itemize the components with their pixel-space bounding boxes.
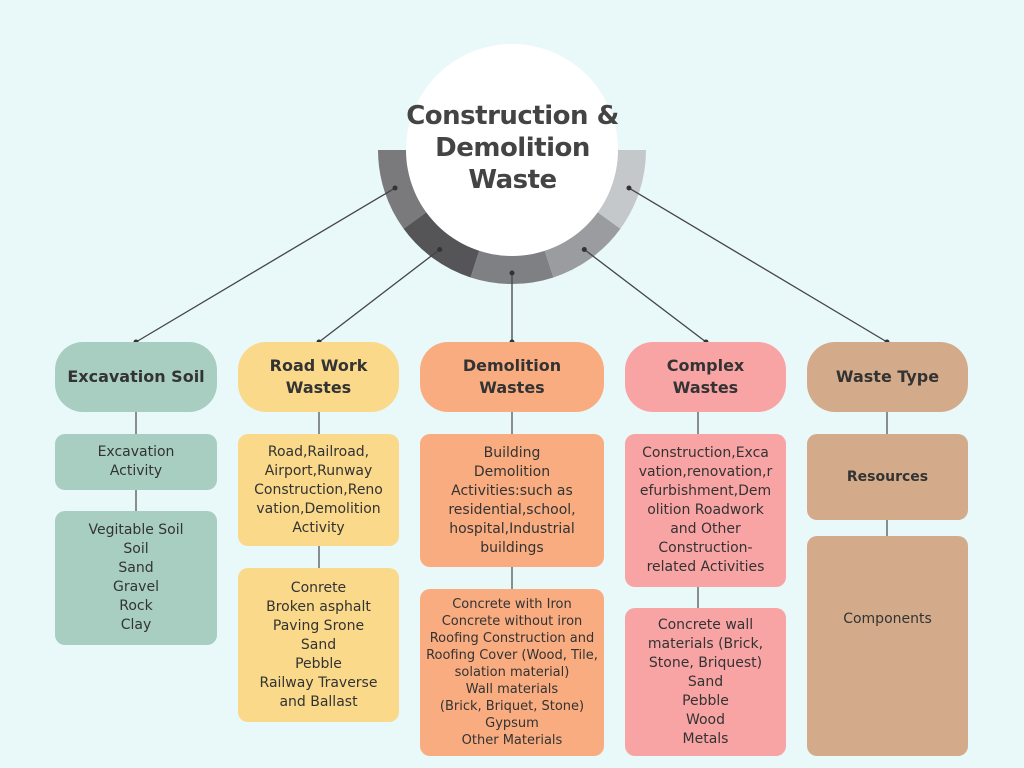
source-excavation-soil: Excavation Activity <box>55 434 217 490</box>
materials-text: Conrete Broken asphalt Paving Srone Sand… <box>259 579 378 710</box>
ring-segment <box>542 208 621 278</box>
category-label: Excavation Soil <box>67 367 205 386</box>
connector-line <box>318 248 441 343</box>
materials-complex-wastes: Concrete wall materials (Brick, Stone, B… <box>625 608 786 756</box>
ring-segment <box>378 150 432 229</box>
hub-ring <box>378 150 646 284</box>
hub-circle <box>406 44 618 256</box>
connector-dot <box>509 270 515 276</box>
source-text: Construction,Exca vation,renovation,r ef… <box>638 445 773 575</box>
category-label: Waste Type <box>835 367 940 386</box>
connector-dot <box>392 185 398 191</box>
category-label: Complex Wastes <box>666 356 745 397</box>
category-excavation-soil[interactable]: Excavation Soil <box>55 342 217 412</box>
hub-title-line: Construction & <box>406 101 619 131</box>
category-waste-type[interactable]: Waste Type <box>807 342 968 412</box>
connector-line <box>583 248 707 343</box>
waste-type-components: Components <box>807 536 968 756</box>
category-label: Demolition Wastes <box>462 356 562 397</box>
materials-text: Components <box>843 611 932 627</box>
category-label: Road Work Wastes <box>269 356 368 397</box>
source-demolition-wastes: Building Demolition Activities:such as r… <box>420 434 604 567</box>
connector-dot <box>626 185 632 191</box>
ring-segment <box>470 245 554 284</box>
materials-text: Vegitable Soil Soil Sand Gravel Rock Cla… <box>88 522 184 633</box>
source-text: Building Demolition Activities:such as r… <box>448 444 576 556</box>
ring-segment <box>592 150 646 229</box>
ring-segment <box>403 208 482 278</box>
source-text: Road,Railroad, Airport,Runway Constructi… <box>254 443 383 536</box>
hub-title-line: Demolition <box>435 133 590 163</box>
connector-line <box>628 187 888 343</box>
materials-excavation-soil: Vegitable Soil Soil Sand Gravel Rock Cla… <box>55 511 217 645</box>
category-road-work-wastes[interactable]: Road Work Wastes <box>238 342 399 412</box>
materials-text: Concrete with Iron Concrete without iron… <box>426 597 598 748</box>
waste-type-resources: Resources <box>807 434 968 520</box>
source-text: Excavation Activity <box>97 444 175 479</box>
source-road-work-wastes: Road,Railroad, Airport,Runway Constructi… <box>238 434 399 546</box>
hub-title-line: Waste <box>468 165 557 195</box>
connector-dot <box>581 247 587 253</box>
materials-demolition-wastes: Concrete with Iron Concrete without iron… <box>420 589 604 756</box>
category-demolition-wastes[interactable]: Demolition Wastes <box>420 342 604 412</box>
materials-text: Concrete wall materials (Brick, Stone, B… <box>647 616 764 747</box>
source-complex-wastes: Construction,Exca vation,renovation,r ef… <box>625 434 786 587</box>
connector-line <box>135 187 396 343</box>
source-text: Resources <box>846 468 929 485</box>
hub-title: Construction & Demolition Waste <box>405 100 620 196</box>
category-complex-wastes[interactable]: Complex Wastes <box>625 342 786 412</box>
connector-dot <box>437 247 443 253</box>
materials-road-work-wastes: Conrete Broken asphalt Paving Srone Sand… <box>238 568 399 722</box>
